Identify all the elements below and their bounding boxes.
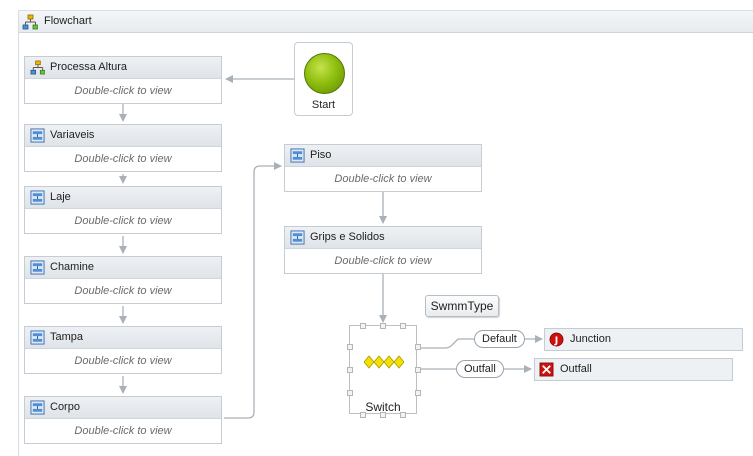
switch-to-default-wire xyxy=(419,338,474,349)
activity-title-bar: Chamine xyxy=(25,257,221,279)
start-circle-icon xyxy=(304,53,345,94)
activity-title-bar: Corpo xyxy=(25,397,221,419)
flowchart-header: Flowchart xyxy=(19,11,753,33)
connection-handle[interactable] xyxy=(347,344,353,350)
activity-processa-altura[interactable]: Processa Altura Double-click to view xyxy=(24,56,222,104)
activity-hint: Double-click to view xyxy=(74,153,172,165)
activity-title-bar: Grips e Solidos xyxy=(285,227,481,249)
connection-handle[interactable] xyxy=(415,367,421,373)
flowchart-icon xyxy=(30,60,45,75)
activity-title-bar: Variaveis xyxy=(25,125,221,147)
activity-name: Piso xyxy=(310,149,332,161)
activity-hint: Double-click to view xyxy=(74,425,172,437)
switch-diamonds-icon xyxy=(364,355,404,369)
activity-variaveis[interactable]: Variaveis Double-click to view xyxy=(24,124,222,172)
activity-name: Grips e Solidos xyxy=(310,231,385,243)
connection-handle[interactable] xyxy=(380,323,386,329)
sequence-icon xyxy=(30,400,45,415)
activity-corpo[interactable]: Corpo Double-click to view xyxy=(24,396,222,444)
activity-laje[interactable]: Laje Double-click to view xyxy=(24,186,222,234)
switch-expression-label: SwmmType xyxy=(425,295,499,317)
activity-hint: Double-click to view xyxy=(334,255,432,267)
sequence-icon xyxy=(30,128,45,143)
connection-handle[interactable] xyxy=(400,412,406,418)
target-outfall[interactable]: Outfall xyxy=(534,358,733,381)
corpo-to-piso-wire xyxy=(224,162,282,419)
connection-handle[interactable] xyxy=(400,323,406,329)
connection-handle[interactable] xyxy=(360,323,366,329)
target-junction[interactable]: J Junction xyxy=(544,328,743,351)
sequence-icon xyxy=(290,148,305,163)
activity-tampa[interactable]: Tampa Double-click to view xyxy=(24,326,222,374)
start-node[interactable]: Start xyxy=(294,42,353,116)
activity-name: Variaveis xyxy=(50,129,95,141)
activity-hint: Double-click to view xyxy=(74,215,172,227)
start-label: Start xyxy=(311,99,336,111)
activity-hint: Double-click to view xyxy=(74,285,172,297)
outfall-icon xyxy=(539,362,554,377)
switch-label: Switch xyxy=(365,400,401,414)
activity-chamine[interactable]: Chamine Double-click to view xyxy=(24,256,222,304)
connection-handle[interactable] xyxy=(380,412,386,418)
flowchart-icon xyxy=(22,14,38,30)
connection-handle[interactable] xyxy=(360,412,366,418)
sequence-icon xyxy=(290,230,305,245)
svg-text:J: J xyxy=(554,335,558,346)
activity-name: Corpo xyxy=(50,401,80,413)
case-outfall-label[interactable]: Outfall xyxy=(456,360,504,378)
activity-name: Processa Altura xyxy=(50,61,128,73)
switch-node[interactable]: Switch xyxy=(347,323,421,418)
target-name: Outfall xyxy=(560,363,592,375)
activity-title-bar: Processa Altura xyxy=(25,57,221,79)
activity-hint: Double-click to view xyxy=(74,85,172,97)
junction-icon: J xyxy=(549,332,564,347)
sequence-icon xyxy=(30,330,45,345)
activity-title-bar: Laje xyxy=(25,187,221,209)
connection-handle[interactable] xyxy=(347,390,353,396)
connection-handle[interactable] xyxy=(347,367,353,373)
activity-title-bar: Tampa xyxy=(25,327,221,349)
activity-grips-e-solidos[interactable]: Grips e Solidos Double-click to view xyxy=(284,226,482,274)
connection-handle[interactable] xyxy=(415,390,421,396)
activity-name: Tampa xyxy=(50,331,84,343)
flowchart-title: Flowchart xyxy=(44,15,92,27)
activity-piso[interactable]: Piso Double-click to view xyxy=(284,144,482,192)
case-default-label[interactable]: Default xyxy=(474,330,525,348)
activity-name: Chamine xyxy=(50,261,95,273)
activity-hint: Double-click to view xyxy=(74,355,172,367)
target-name: Junction xyxy=(570,333,611,345)
connection-handle[interactable] xyxy=(415,344,421,350)
sequence-icon xyxy=(30,260,45,275)
sequence-icon xyxy=(30,190,45,205)
activity-name: Laje xyxy=(50,191,71,203)
activity-title-bar: Piso xyxy=(285,145,481,167)
activity-hint: Double-click to view xyxy=(334,173,432,185)
